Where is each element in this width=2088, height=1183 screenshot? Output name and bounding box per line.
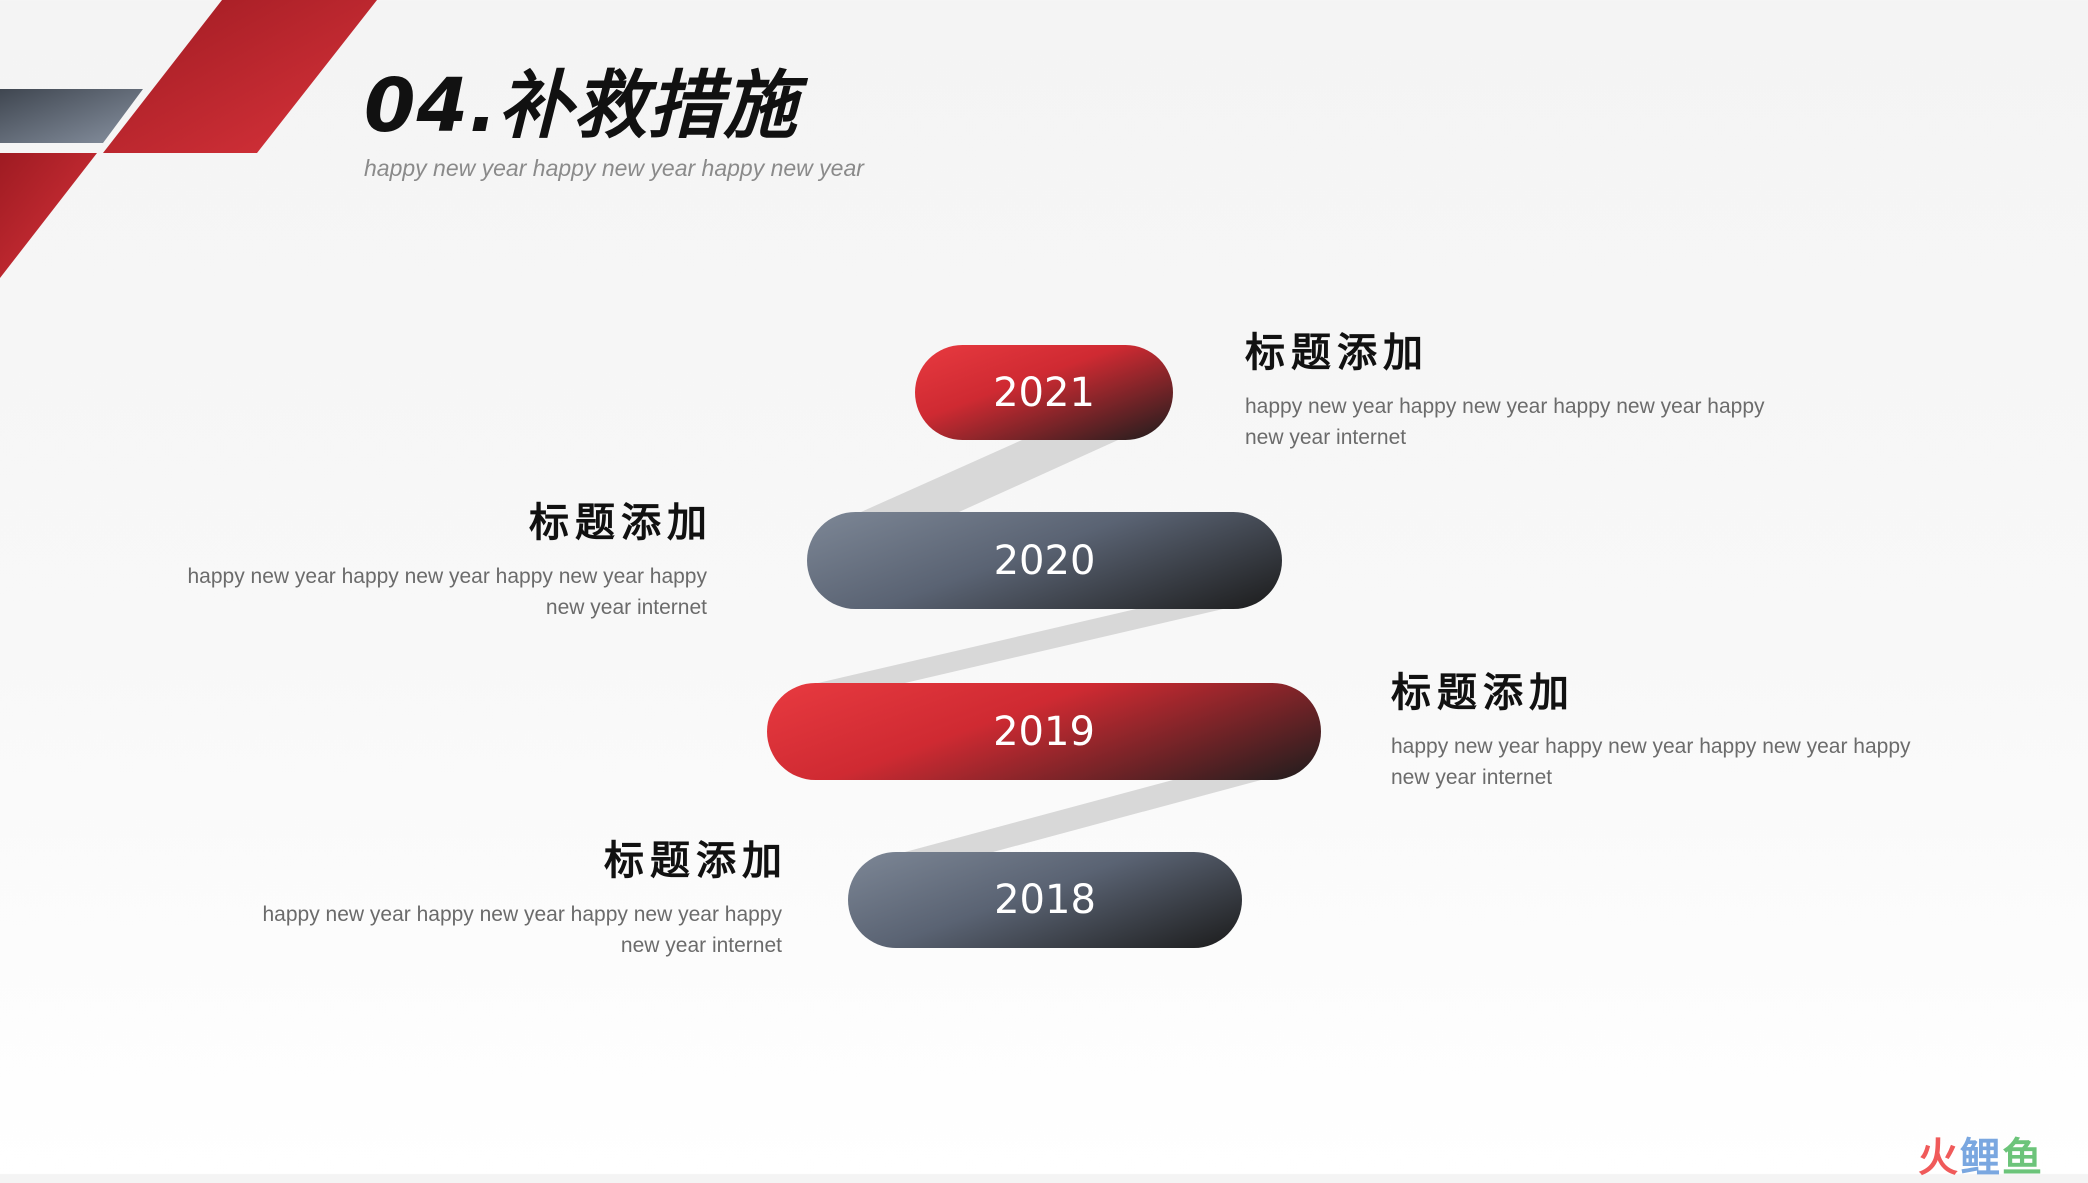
year-pill-2018: 2018	[848, 852, 1242, 948]
timeline-item-2021: 标题添加 happy new year happy new year happy…	[1245, 329, 1765, 453]
item-description: happy new year happy new year happy new …	[1245, 395, 1765, 449]
timeline-item-2018: 标题添加 happy new year happy new year happy…	[262, 837, 782, 961]
year-pill-2020: 2020	[807, 512, 1282, 609]
connector-2019-2018	[905, 780, 1261, 852]
item-title: 标题添加	[1245, 330, 1429, 376]
item-description: happy new year happy new year happy new …	[1391, 735, 1911, 789]
item-title: 标题添加	[604, 838, 788, 884]
watermark-part: 鱼	[2002, 1135, 2044, 1181]
watermark-logo: 火鲤鱼	[1918, 1125, 2044, 1183]
corner-decoration	[0, 0, 377, 278]
slide-subtitle: happy new year happy new year happy new …	[364, 155, 864, 181]
timeline-item-2019: 标题添加 happy new year happy new year happy…	[1391, 669, 1911, 793]
gray-stripe	[0, 89, 143, 143]
timeline-item-2020: 标题添加 happy new year happy new year happy…	[187, 499, 707, 623]
year-pill-2019: 2019	[767, 683, 1321, 780]
watermark-part: 火	[1918, 1135, 1960, 1181]
item-description: happy new year happy new year happy new …	[262, 903, 782, 957]
connector-2021-2020	[861, 440, 1118, 512]
watermark-part: 鲤	[1960, 1135, 2002, 1181]
connector-2020-2019	[818, 609, 1223, 683]
item-title: 标题添加	[1391, 670, 1575, 716]
year-pill-2021: 2021	[915, 345, 1173, 440]
red-stripe-large	[103, 0, 377, 153]
red-stripe-small	[0, 153, 97, 278]
slide-title: 04.补救措施	[364, 63, 799, 149]
item-title: 标题添加	[529, 500, 713, 546]
item-description: happy new year happy new year happy new …	[187, 565, 707, 619]
